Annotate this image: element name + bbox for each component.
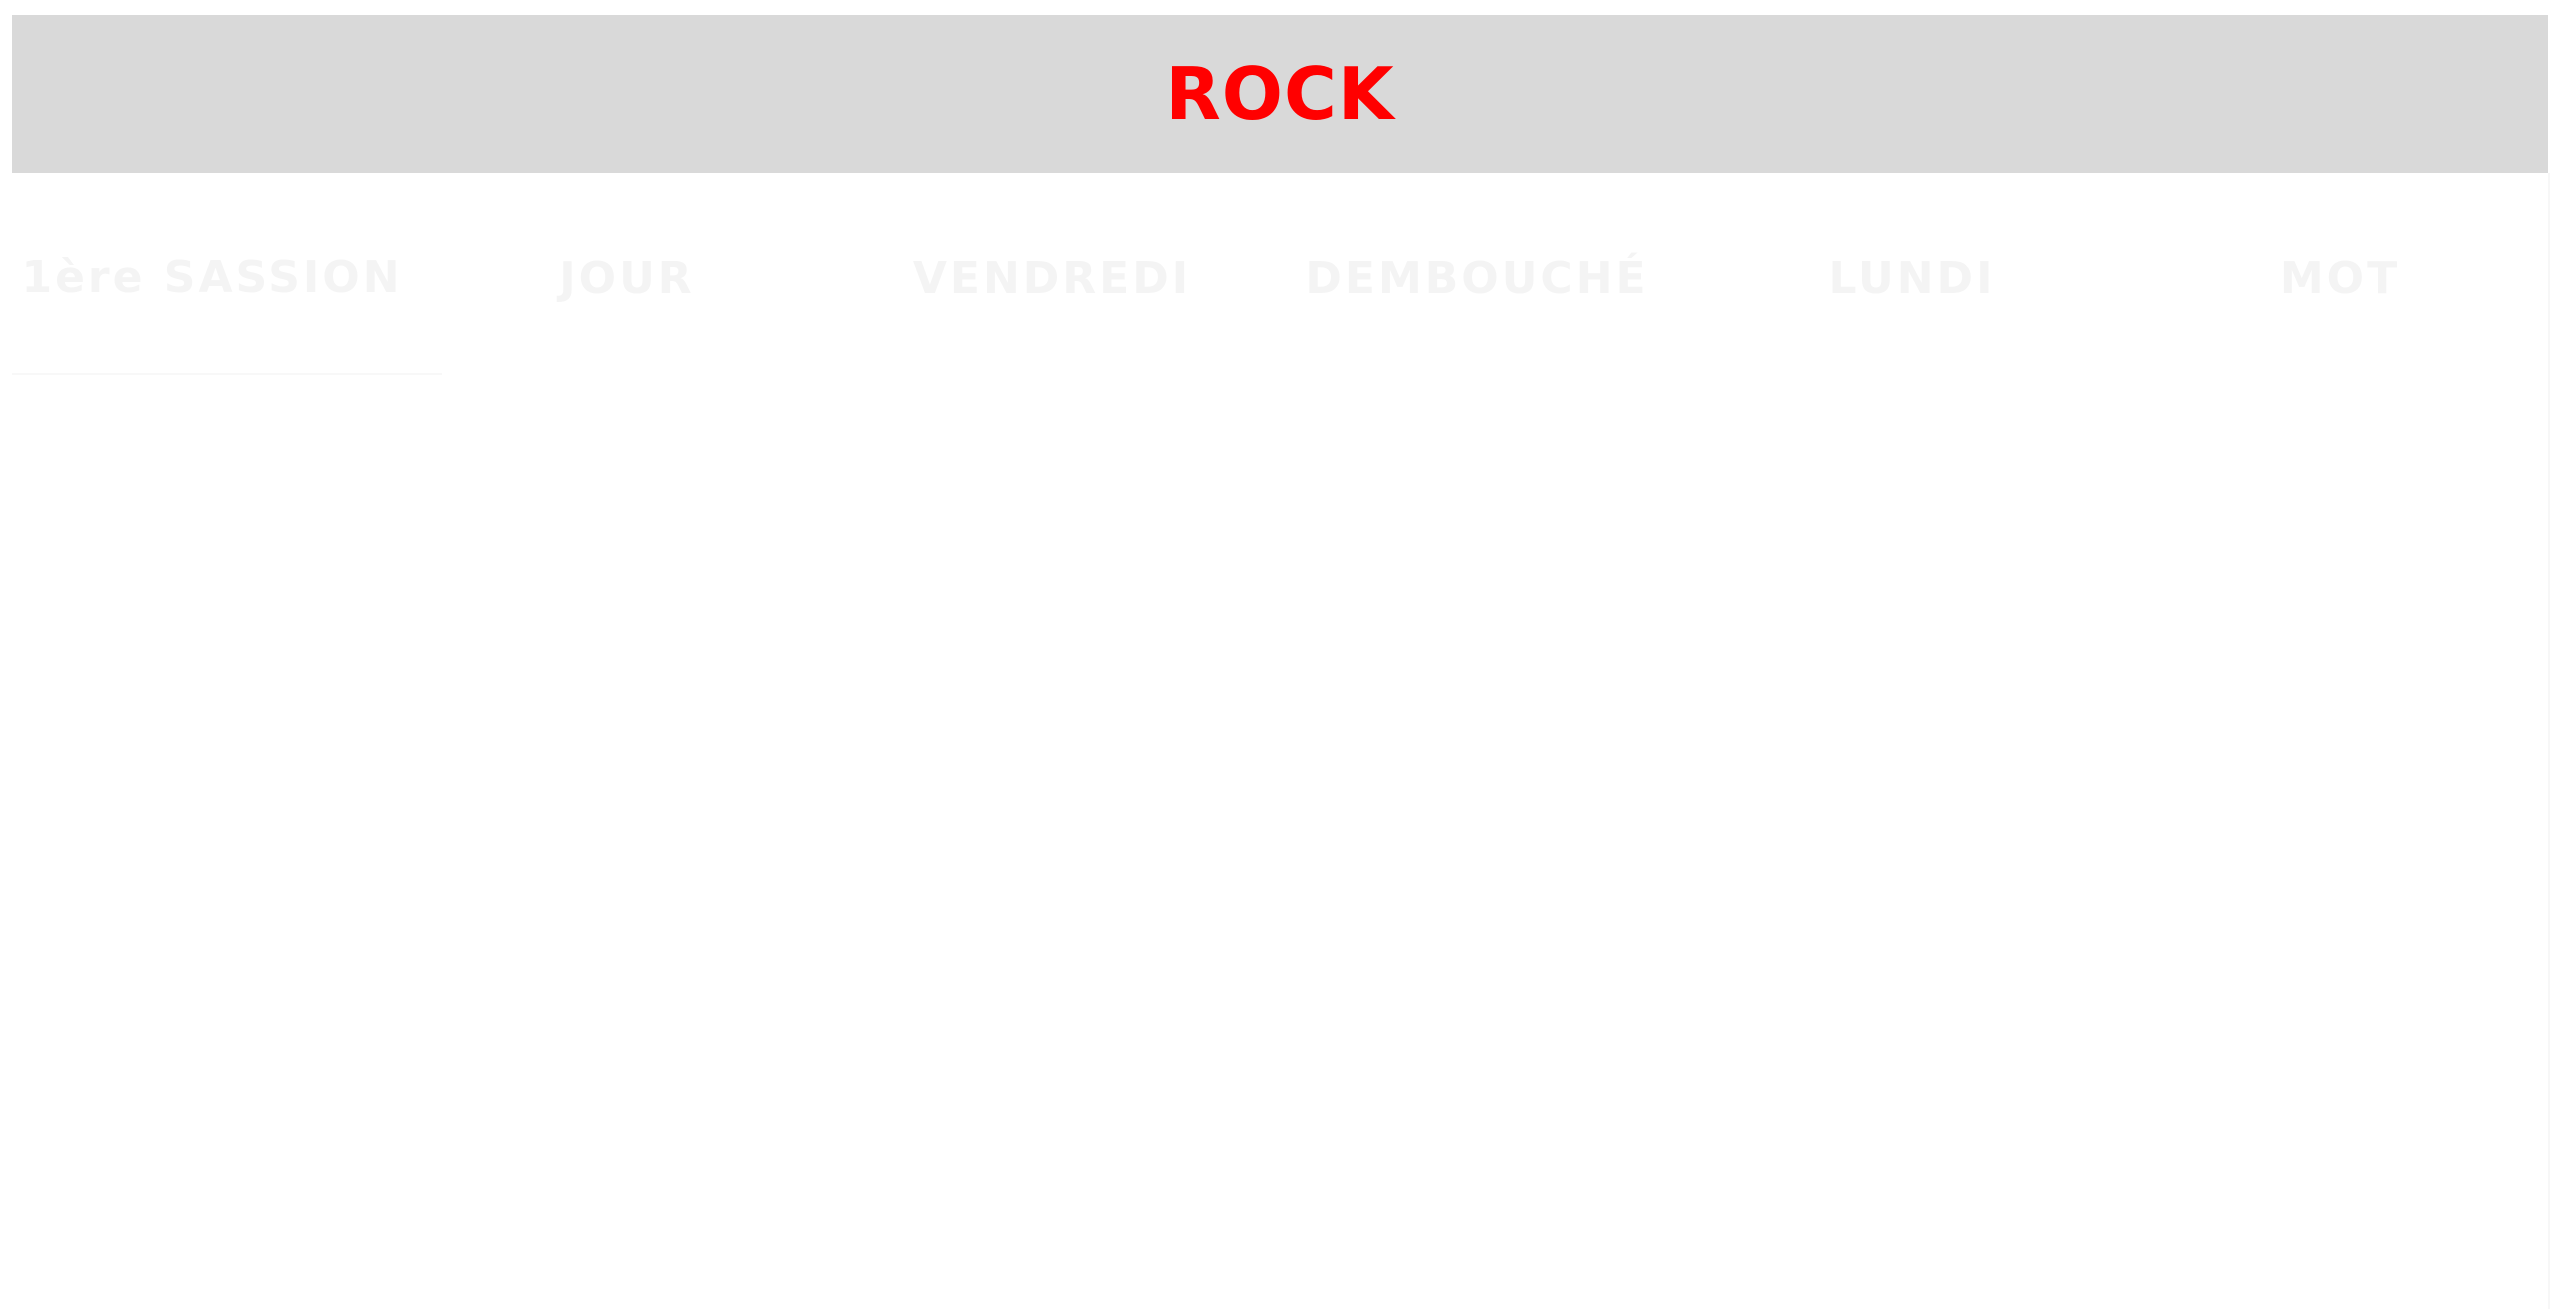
table-row [12,1138,2548,1288]
title-banner: ROCK [12,15,2548,173]
table-header-row: 1ère SASSION JOUR VENDREDI DEMBOUCHÉ LUN… [12,203,2548,353]
header-col-4: DEMBOUCHÉ [1305,252,1649,304]
schedule-table: 1ère SASSION JOUR VENDREDI DEMBOUCHÉ LUN… [12,173,2550,1309]
header-col-5: LUNDI [1828,252,1996,304]
table-row [12,538,2548,688]
banner-title: ROCK [1165,52,1395,136]
table-row [12,388,2548,538]
header-col-6: MOT [2279,252,2401,304]
header-session: 1ère SASSION [21,251,403,303]
header-jour: JOUR [559,252,695,304]
table-row [12,988,2548,1138]
table-row [12,838,2548,988]
table-row [12,688,2548,838]
header-col-3: VENDREDI [912,252,1192,304]
row-divider [12,373,442,375]
